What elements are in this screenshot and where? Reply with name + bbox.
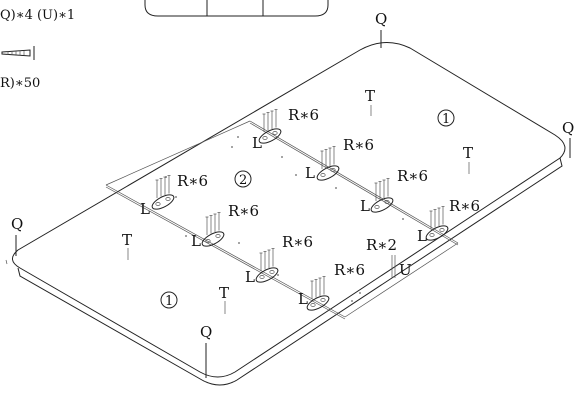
r2-label: R∗2 [366, 236, 397, 254]
t-label-1: T [365, 87, 375, 105]
r6-label: R∗6 [334, 261, 365, 279]
q-markers: Q Q Q Q [11, 10, 574, 378]
t-label-2: T [463, 144, 473, 162]
l-label: L [140, 200, 150, 218]
corner-bracket: L R∗6 [298, 261, 365, 311]
corner-bracket: L R∗6 [245, 233, 313, 286]
l-label: L [245, 268, 255, 286]
l-label: L [417, 227, 427, 245]
r6-label: R∗6 [228, 202, 259, 220]
table-top [5, 42, 566, 386]
q-label-bottom: Q [200, 323, 212, 341]
l-label: L [252, 134, 262, 152]
corner-bracket: L R∗6 [191, 202, 259, 250]
corner-bracket: L R∗6 [417, 197, 480, 245]
r6-label: R∗6 [288, 106, 319, 124]
screw-icon [1, 46, 35, 60]
panel-numbers: 1 2 1 [160, 109, 455, 309]
r6-label: R∗6 [177, 172, 208, 190]
q-label-left: Q [11, 215, 23, 233]
l-label: L [360, 197, 370, 215]
bracket-group: LR∗6LR∗6LR∗6LR∗6LR∗6LR∗6LR∗6LR∗6 [140, 106, 480, 311]
u-label: U [399, 261, 412, 279]
t-label-3: T [122, 231, 132, 249]
corner-bracket: L R∗6 [305, 136, 374, 182]
corner-bracket: L R∗6 [360, 167, 428, 215]
t-label-4: T [219, 284, 229, 302]
screw-holes [165, 136, 404, 302]
legend-q-u-count: Q)∗4 (U)∗1 [0, 8, 75, 23]
panel-number-1-bottom: 1 [165, 294, 173, 309]
panel-number-2: 2 [239, 173, 247, 188]
q-label-top: Q [375, 10, 387, 28]
l-label: L [305, 164, 315, 182]
legend-r-count: R)∗50 [0, 76, 40, 91]
corner-bracket: L R∗6 [140, 172, 208, 218]
q-label-right: Q [562, 119, 574, 137]
t-markers: T T T T [122, 87, 473, 314]
panel-number-1-top: 1 [442, 112, 450, 127]
corner-bracket: L R∗6 [252, 106, 319, 152]
r6-label: R∗6 [449, 197, 480, 215]
parts-legend: Q)∗4 (U)∗1 R)∗50 [0, 8, 75, 91]
l-label: L [298, 290, 308, 308]
r6-label: R∗6 [282, 233, 313, 251]
u-marker: R∗2 U [366, 236, 412, 279]
l-label: L [191, 232, 201, 250]
r6-label: R∗6 [397, 167, 428, 185]
parts-box [144, 0, 329, 17]
r6-label: R∗6 [343, 136, 374, 154]
